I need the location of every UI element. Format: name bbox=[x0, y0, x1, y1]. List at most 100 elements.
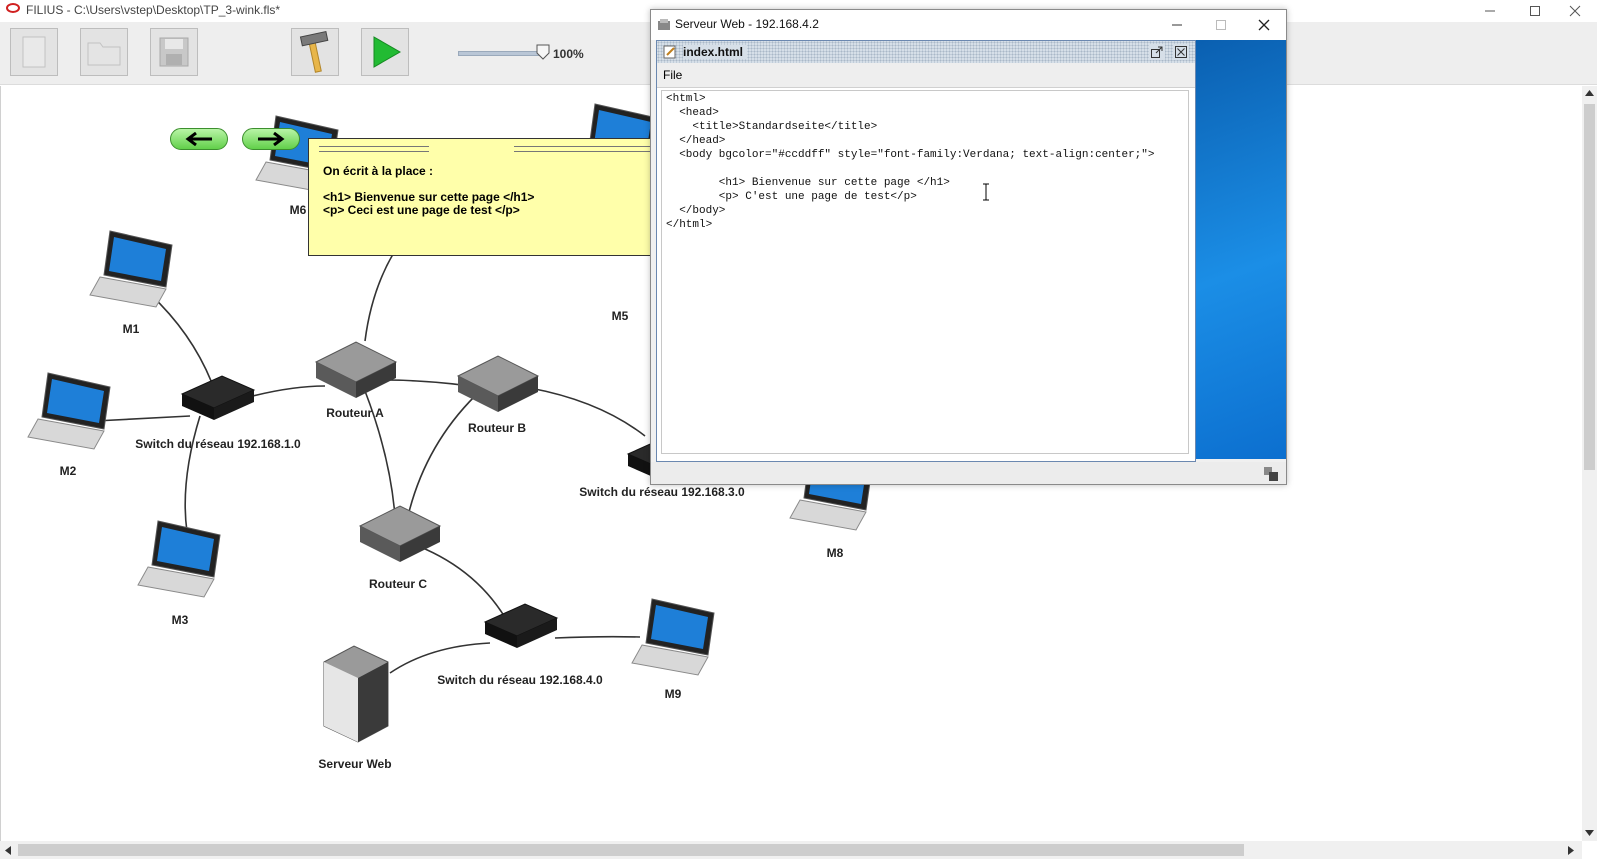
server-window-title: Serveur Web - 192.168.4.2 bbox=[675, 17, 819, 31]
node-label-m1: M1 bbox=[122, 322, 140, 336]
code-line: </body> bbox=[666, 205, 726, 217]
maximize-icon bbox=[1530, 6, 1540, 16]
note-grip-right bbox=[514, 146, 652, 152]
resize-grip-icon[interactable] bbox=[1263, 466, 1279, 482]
server-close-button[interactable] bbox=[1242, 10, 1286, 40]
node-label-m8: M8 bbox=[826, 546, 844, 560]
code-line: </html> bbox=[666, 219, 713, 231]
note-line-2: <p> Ceci est une page de test </p> bbox=[323, 203, 520, 217]
external-window-icon bbox=[1151, 46, 1163, 58]
close-box-icon bbox=[1175, 46, 1187, 58]
node-label-server: Serveur Web bbox=[318, 757, 392, 771]
router-b-icon bbox=[456, 355, 540, 412]
note-line-1: <h1> Bienvenue sur cette page </h1> bbox=[323, 190, 535, 204]
open-folder-button[interactable] bbox=[80, 28, 128, 76]
editor-close-button[interactable] bbox=[1173, 44, 1189, 60]
code-line: </head> bbox=[666, 135, 726, 147]
server-minimize-button[interactable] bbox=[1155, 10, 1199, 40]
code-line: <title>Standardseite</title> bbox=[666, 121, 878, 133]
design-mode-button[interactable] bbox=[291, 28, 339, 76]
server-desktop-background bbox=[1191, 40, 1286, 459]
cable-routerB-routerC bbox=[407, 395, 476, 517]
minimize-icon bbox=[1172, 24, 1182, 26]
zoom-slider[interactable] bbox=[458, 51, 545, 56]
server-maximize-button[interactable] bbox=[1199, 10, 1243, 40]
back-arrow-icon bbox=[185, 132, 212, 146]
close-icon bbox=[1258, 19, 1270, 31]
vertical-scroll-thumb[interactable] bbox=[1584, 104, 1595, 470]
node-label-switch4: Switch du réseau 192.168.4.0 bbox=[437, 673, 603, 687]
router-a-icon bbox=[314, 341, 398, 398]
cable-routerC-switch4 bbox=[417, 545, 511, 627]
scroll-right-icon[interactable] bbox=[1568, 846, 1575, 855]
cable-m3-switch1 bbox=[184, 415, 201, 533]
notepad-icon bbox=[663, 45, 676, 59]
new-file-button[interactable] bbox=[10, 28, 58, 76]
switch-1-icon bbox=[180, 375, 256, 420]
switch-4-icon bbox=[483, 603, 559, 648]
zoom-label: 100% bbox=[553, 47, 584, 61]
vertical-scrollbar[interactable] bbox=[1582, 86, 1597, 841]
editor-title: index.html bbox=[683, 45, 748, 59]
text-cursor-icon bbox=[983, 183, 989, 201]
cable-switch4-server bbox=[389, 642, 491, 674]
note-grip-left bbox=[319, 146, 429, 152]
laptop-m1-icon bbox=[89, 230, 173, 308]
server-window-statusbar bbox=[651, 462, 1286, 484]
new-file-icon bbox=[22, 36, 46, 68]
node-label-switch1: Switch du réseau 192.168.1.0 bbox=[135, 437, 301, 451]
cable-routerA-m6 bbox=[364, 245, 399, 342]
code-editor[interactable]: <html> <head> <title>Standardseite</titl… bbox=[661, 90, 1189, 454]
note-heading: On écrit à la place : bbox=[323, 164, 434, 178]
node-label-m2: M2 bbox=[59, 464, 77, 478]
minimize-button[interactable] bbox=[1468, 0, 1512, 22]
minimize-icon bbox=[1485, 10, 1495, 12]
node-label-m9: M9 bbox=[664, 687, 682, 701]
cable-routerA-routerB bbox=[384, 379, 471, 387]
maximize-icon bbox=[1216, 20, 1226, 30]
editor-titlebar[interactable]: index.html bbox=[657, 41, 1195, 63]
network-cables bbox=[94, 245, 646, 674]
folder-icon bbox=[87, 42, 121, 66]
server-window: Serveur Web - 192.168.4.2 index.html Fil… bbox=[650, 9, 1287, 485]
close-icon bbox=[1569, 5, 1581, 17]
back-button[interactable] bbox=[170, 128, 228, 150]
cable-m2-switch1 bbox=[94, 415, 191, 422]
editor-detach-button[interactable] bbox=[1149, 44, 1165, 60]
zoom-slider-thumb[interactable] bbox=[536, 44, 550, 60]
cable-m1-switch1 bbox=[149, 293, 216, 392]
laptop-m9-icon bbox=[631, 598, 715, 676]
scroll-up-icon[interactable] bbox=[1585, 89, 1594, 96]
cable-switch1-routerA bbox=[244, 385, 326, 399]
forward-button[interactable] bbox=[242, 128, 300, 150]
simulation-play-button[interactable] bbox=[361, 28, 409, 76]
laptop-m2-icon bbox=[27, 372, 111, 450]
node-label-m3: M3 bbox=[171, 613, 189, 627]
text-editor-frame: index.html File <html> <head> <title>Sta… bbox=[656, 40, 1196, 462]
server-icon bbox=[323, 645, 389, 743]
horizontal-scrollbar[interactable] bbox=[0, 841, 1582, 859]
code-line: <h1> Bienvenue sur cette page </h1> bbox=[666, 177, 950, 189]
horizontal-scroll-thumb[interactable] bbox=[18, 844, 1244, 856]
hammer-icon bbox=[299, 30, 329, 73]
code-line: <p> C'est une page de test</p> bbox=[666, 191, 917, 203]
scroll-left-icon[interactable] bbox=[4, 846, 11, 855]
server-window-icon bbox=[658, 19, 670, 30]
close-button[interactable] bbox=[1553, 0, 1597, 22]
instruction-note: On écrit à la place : <h1> Bienvenue sur… bbox=[308, 138, 661, 256]
app-title: FILIUS - C:\Users\vstep\Desktop\TP_3-win… bbox=[26, 3, 281, 17]
code-line: <html> bbox=[666, 93, 706, 105]
play-icon bbox=[373, 36, 402, 68]
server-window-titlebar[interactable]: Serveur Web - 192.168.4.2 bbox=[651, 10, 1286, 40]
cable-switch4-m9 bbox=[554, 635, 641, 639]
cable-routerA-routerC bbox=[364, 390, 396, 517]
menu-file[interactable]: File bbox=[663, 68, 683, 82]
node-label-router-b: Routeur B bbox=[468, 421, 526, 435]
node-label-switch3: Switch du réseau 192.168.3.0 bbox=[579, 485, 745, 499]
editor-menubar: File bbox=[657, 63, 1195, 88]
save-icon bbox=[159, 37, 189, 67]
scroll-down-icon[interactable] bbox=[1585, 830, 1594, 837]
maximize-button[interactable] bbox=[1513, 0, 1557, 22]
save-button[interactable] bbox=[150, 28, 198, 76]
node-label-m5: M5 bbox=[611, 309, 629, 323]
